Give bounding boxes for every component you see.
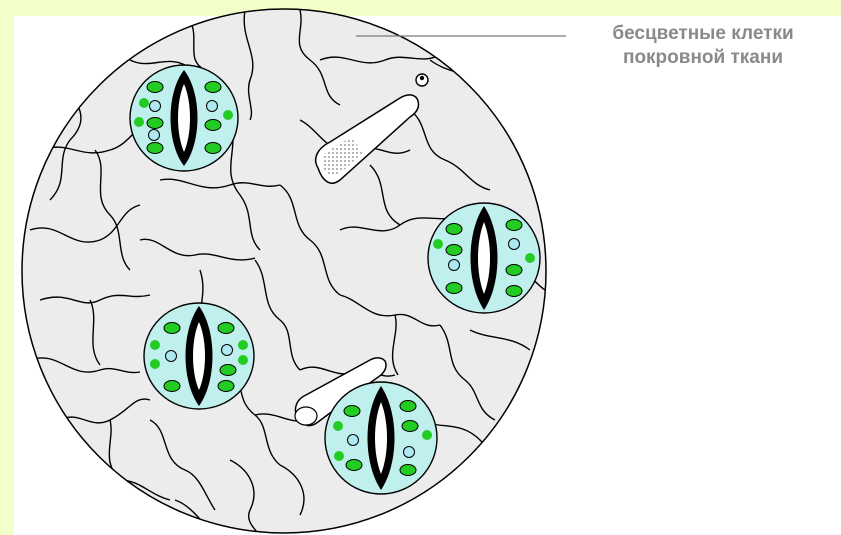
diagram-label: бесцветные клетки покровной ткани bbox=[568, 22, 838, 70]
stoma bbox=[325, 382, 437, 494]
stoma bbox=[144, 303, 254, 409]
label-line-2: покровной ткани bbox=[568, 46, 838, 70]
label-line-1: бесцветные клетки bbox=[568, 22, 838, 46]
stoma bbox=[130, 65, 238, 171]
stoma bbox=[428, 203, 540, 313]
